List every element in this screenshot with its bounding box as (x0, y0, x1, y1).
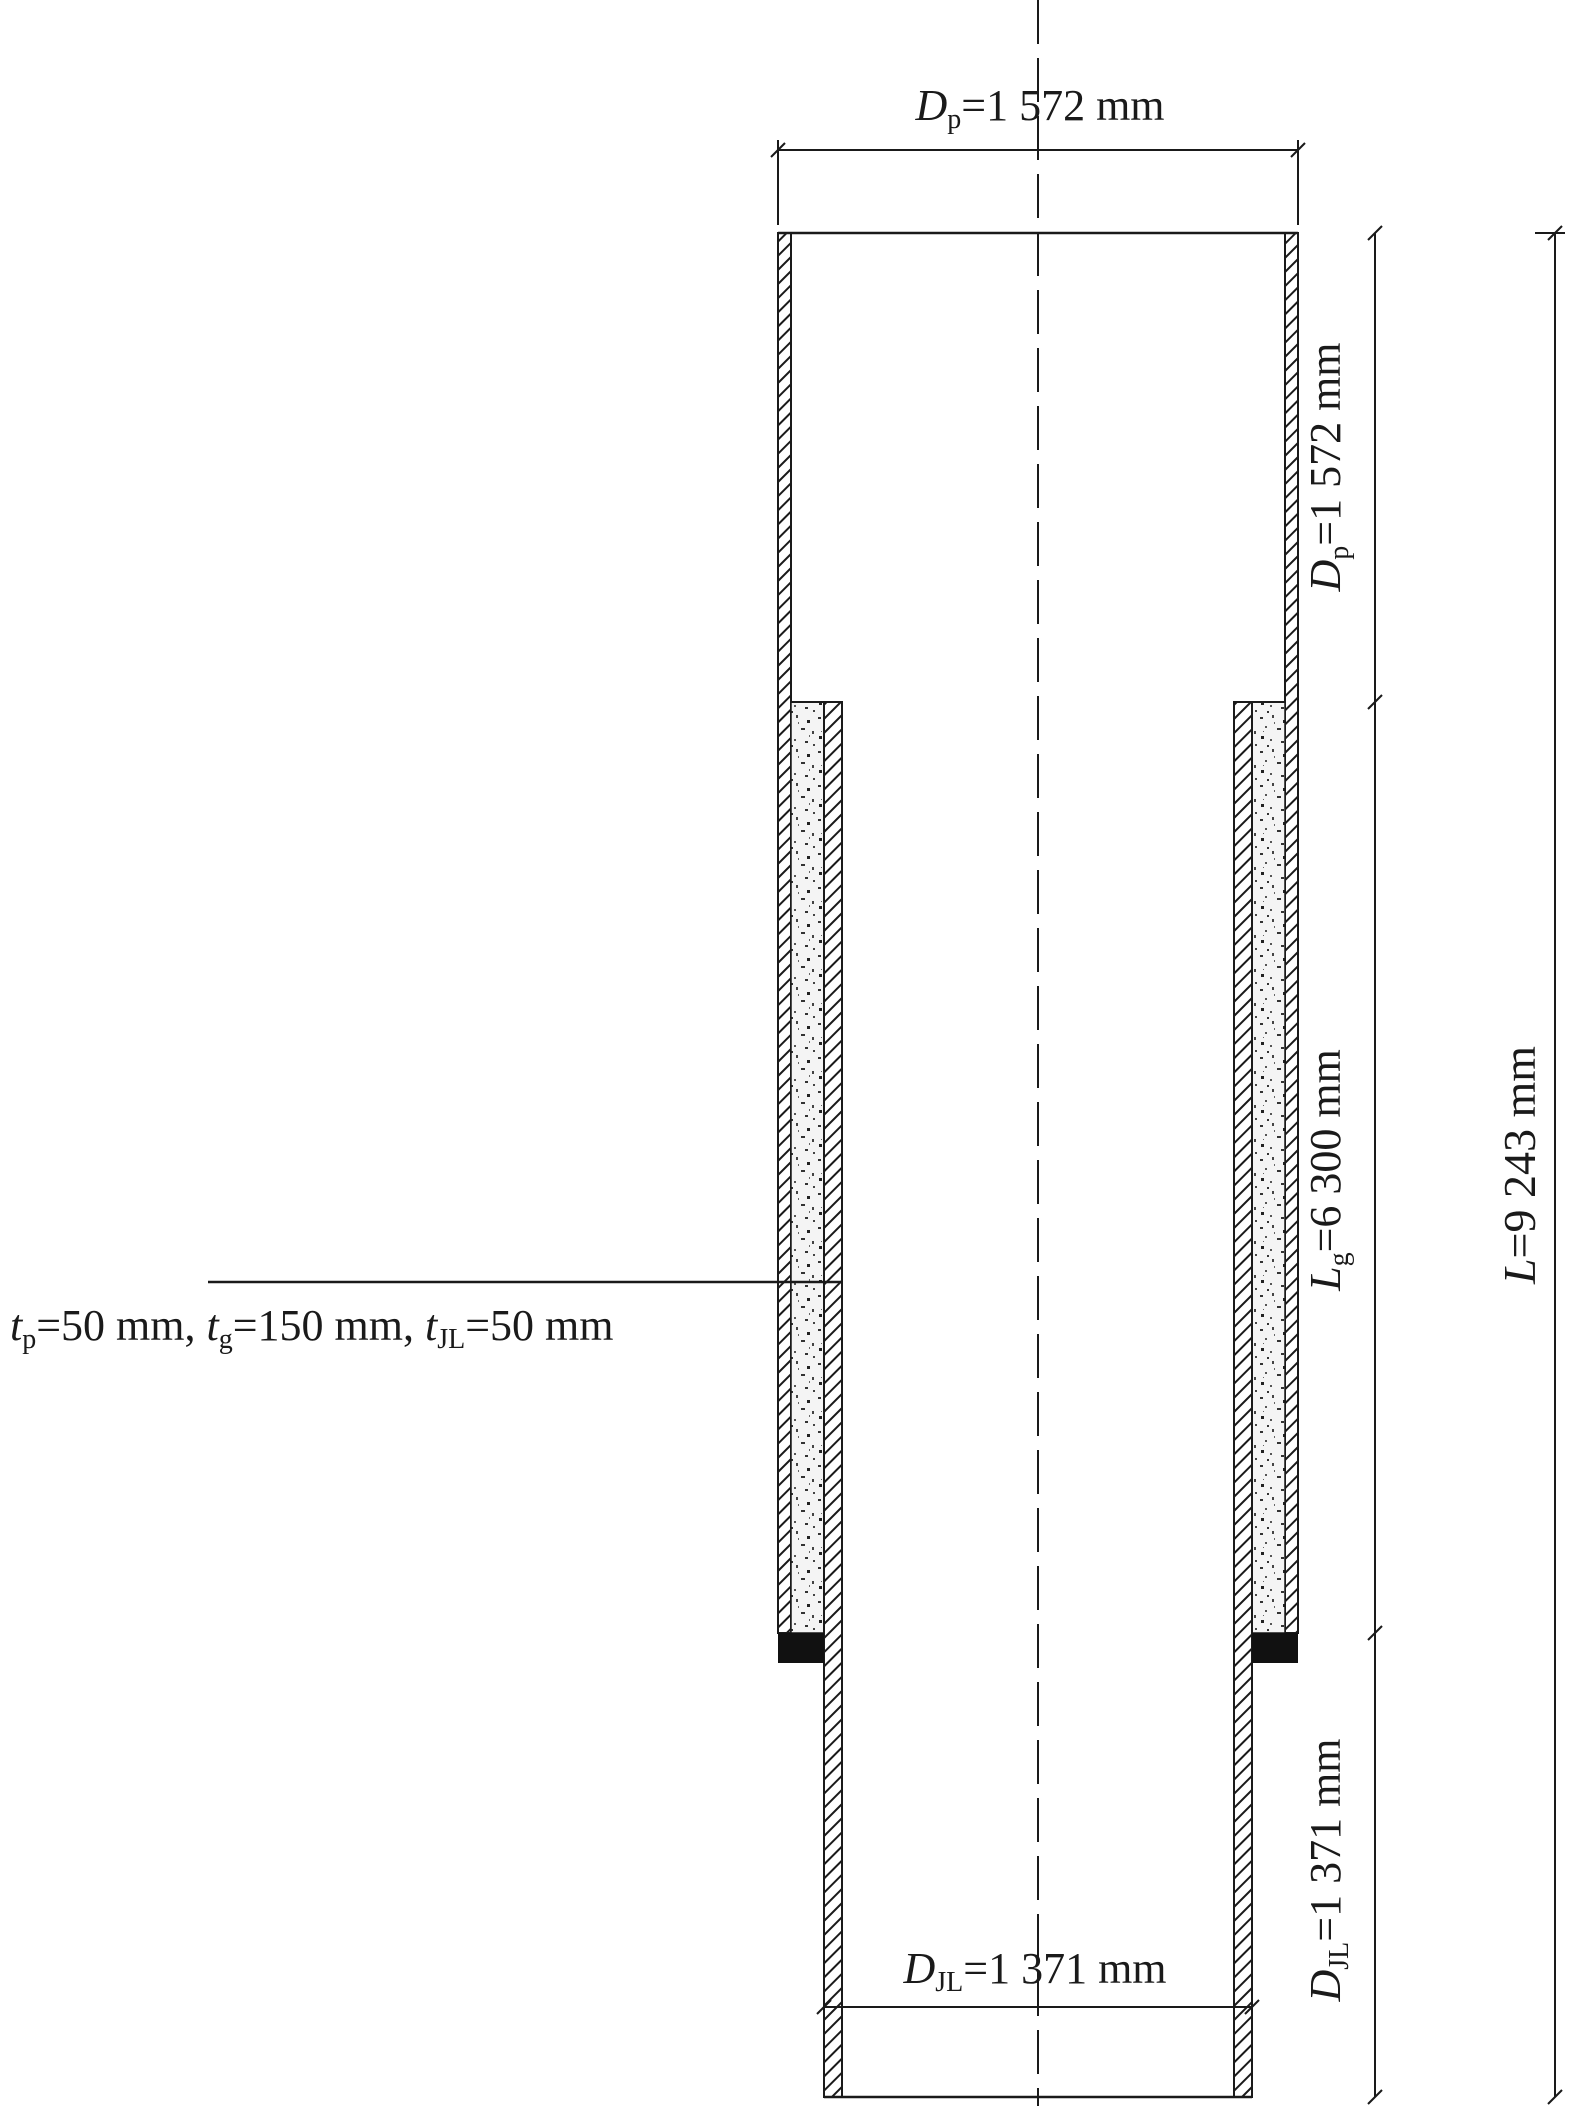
segment-tick-grout-top (1367, 694, 1383, 710)
top-dim-tick-left (770, 142, 786, 158)
segment-tick-bottom (1367, 2089, 1383, 2105)
grout-right (1251, 701, 1286, 1634)
total-dim-tick-bottom (1547, 2089, 1563, 2105)
segment-tick-top (1367, 225, 1383, 241)
bottom-dim-tick-left (816, 1999, 832, 2015)
jacket-leg-wall-left (823, 701, 843, 2098)
segment-tick-grout-bottom (1367, 1625, 1383, 1641)
lower-segment-label: DJL=1 371 mm (1301, 1738, 1355, 2002)
total-length-label: L=9 243 mm (1494, 1046, 1545, 1285)
grout-left (790, 701, 825, 1634)
grout-length-label: Lg=6 300 mm (1301, 1049, 1355, 1292)
top-diameter-label: Dp=1 572 mm (914, 81, 1164, 135)
pile-wall-left (777, 232, 792, 1634)
bottom-dim-tick-right (1244, 1999, 1260, 2015)
jacket-leg-wall-right (1233, 701, 1253, 2098)
seal-plug-right (1252, 1633, 1298, 1663)
total-dim-tick-top (1547, 225, 1563, 241)
bottom-diameter-label: DJL=1 371 mm (902, 1944, 1166, 1998)
seal-plug-left (778, 1633, 824, 1663)
pile-wall-right (1284, 232, 1299, 1634)
upper-segment-label: Dp=1 572 mm (1301, 342, 1355, 592)
thickness-label: tp=50 mm, tg=150 mm, tJL=50 mm (10, 1301, 614, 1355)
top-dim-tick-right (1290, 142, 1306, 158)
